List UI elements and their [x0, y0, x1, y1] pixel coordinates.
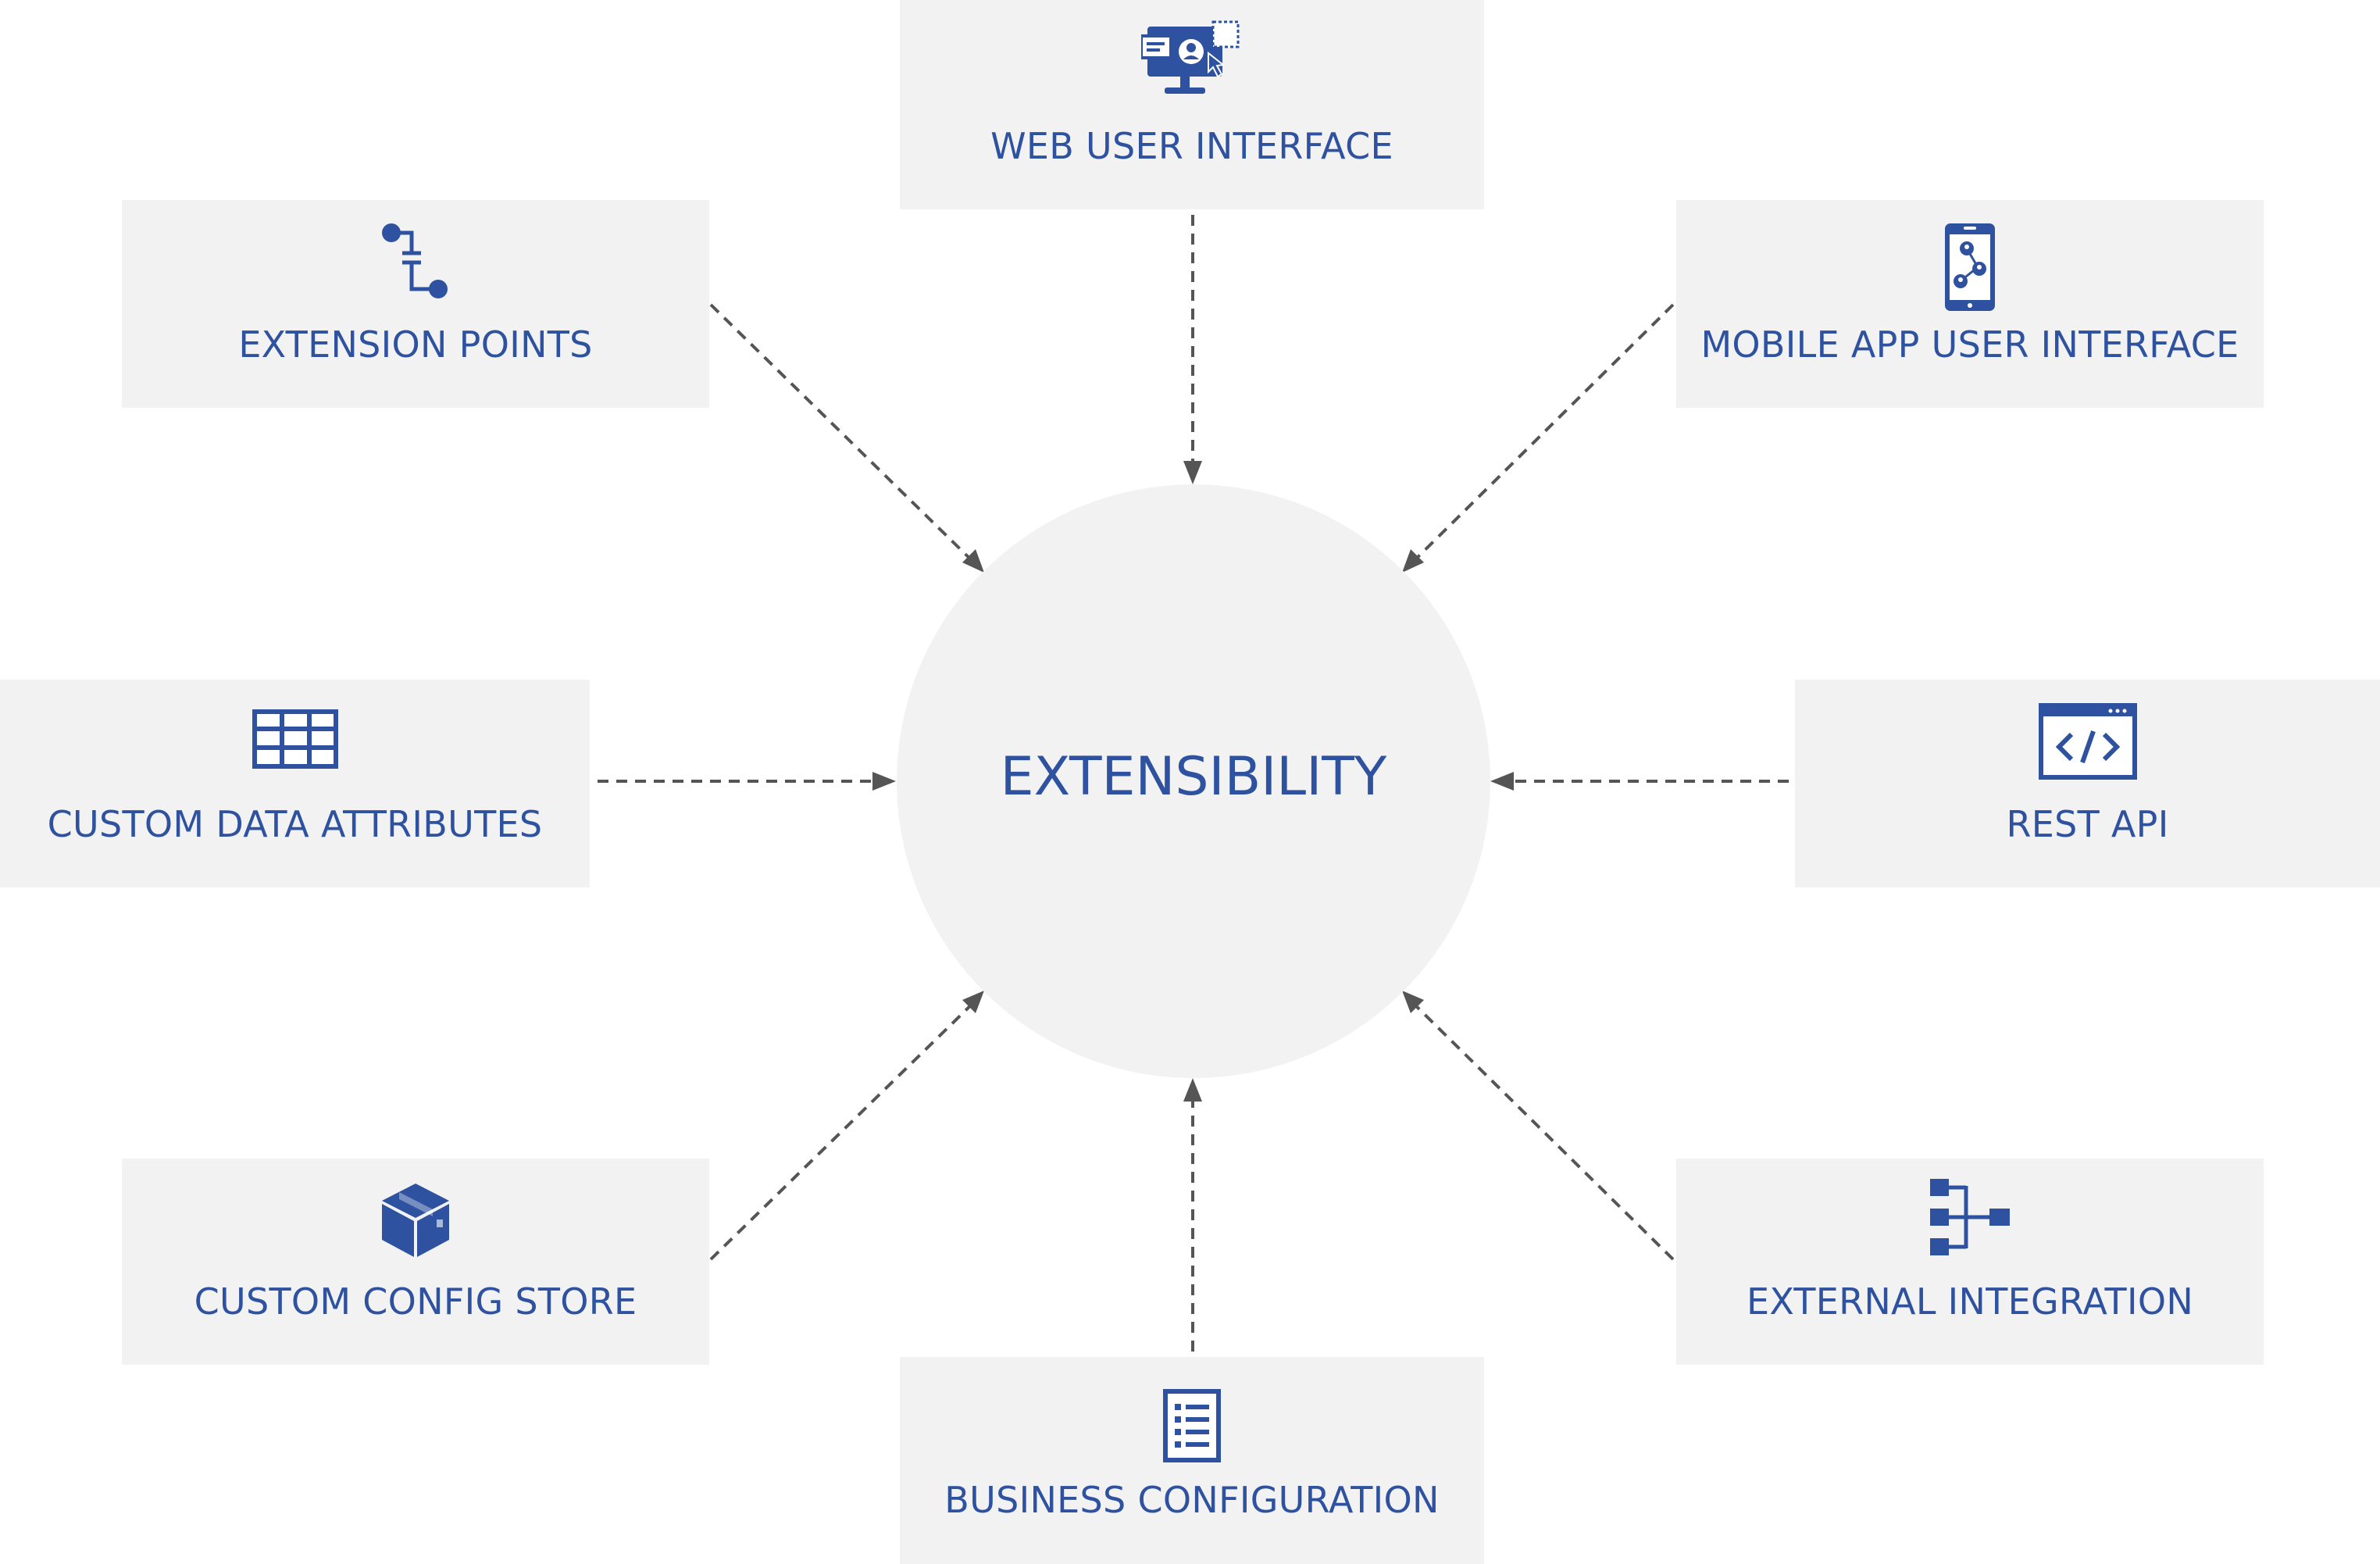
node-label: EXTERNAL INTEGRATION — [1746, 1280, 2194, 1323]
arrowhead-custom-data-attributes — [872, 772, 896, 791]
node-label: BUSINESS CONFIGURATION — [944, 1479, 1440, 1521]
smartphone-network-icon — [1945, 223, 1995, 311]
node-extension-points: EXTENSION POINTS — [122, 200, 709, 408]
node-external-integration: EXTERNAL INTEGRATION — [1676, 1159, 2264, 1365]
arrowhead-mobile-ui — [1402, 549, 1424, 573]
monitor-user-icon — [1141, 20, 1240, 94]
node-custom-data-attributes: CUSTOM DATA ATTRIBUTES — [0, 680, 590, 887]
arrowhead-extension-points — [962, 549, 984, 573]
arrow-external-integration — [1404, 994, 1675, 1261]
arrowhead-external-integration — [1402, 991, 1424, 1013]
node-label: WEB USER INTERFACE — [990, 125, 1393, 167]
node-custom-config-store: CUSTOM CONFIG STORE — [122, 1159, 709, 1365]
hub-label: EXTENSIBILITY — [1000, 746, 1387, 808]
code-window-icon — [2038, 703, 2137, 780]
checklist-icon — [1163, 1389, 1221, 1462]
table-grid-icon — [252, 709, 338, 769]
arrowhead-business-configuration — [1183, 1078, 1202, 1102]
cube-box-icon — [382, 1184, 449, 1257]
node-rest-api: REST API — [1795, 680, 2380, 887]
node-label: CUSTOM CONFIG STORE — [194, 1280, 637, 1323]
arrow-custom-config-store — [709, 994, 982, 1261]
node-label: REST API — [2006, 803, 2169, 845]
arrow-mobile-ui — [1404, 303, 1675, 570]
arrowhead-rest-api — [1490, 772, 1514, 791]
node-label: CUSTOM DATA ATTRIBUTES — [47, 803, 543, 845]
node-mobile-app-user-interface: MOBILE APP USER INTERFACE — [1676, 200, 2264, 408]
arrow-extension-points — [709, 303, 982, 570]
node-label: MOBILE APP USER INTERFACE — [1700, 323, 2239, 366]
arrowhead-web-ui — [1183, 461, 1202, 484]
node-web-user-interface: WEB USER INTERFACE — [900, 0, 1484, 209]
node-label: EXTENSION POINTS — [238, 323, 593, 366]
connector-icon — [382, 223, 448, 298]
extensibility-hub: EXTENSIBILITY — [897, 484, 1490, 1078]
hierarchy-icon — [1930, 1179, 2010, 1255]
node-business-configuration: BUSINESS CONFIGURATION — [900, 1357, 1484, 1564]
arrowhead-custom-config-store — [962, 991, 984, 1013]
